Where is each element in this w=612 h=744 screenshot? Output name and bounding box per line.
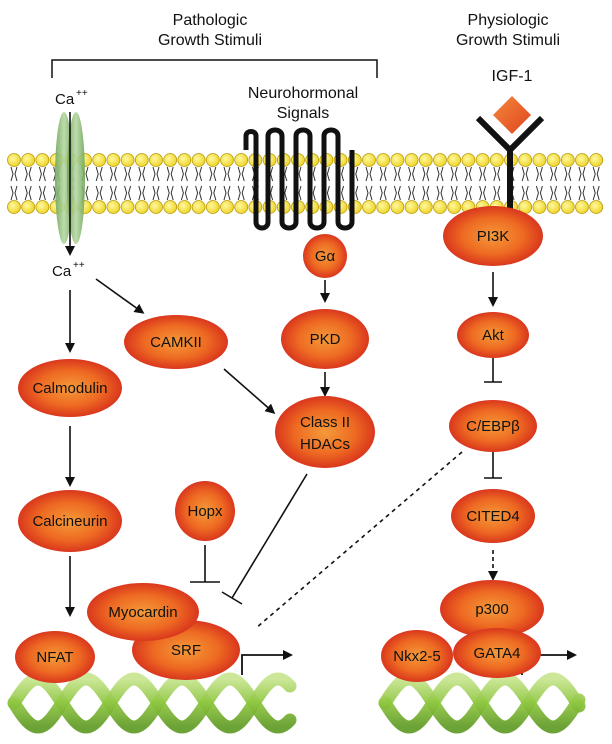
svg-text:Nkx2-5: Nkx2-5 bbox=[393, 648, 441, 665]
transcription-arrow-left bbox=[241, 650, 293, 675]
dna-helix-left bbox=[7, 672, 297, 734]
pathologic-label-line1: Pathologic bbox=[173, 12, 248, 29]
svg-text:Hopx: Hopx bbox=[187, 503, 223, 520]
calcium-channel bbox=[55, 112, 85, 244]
svg-text:Calcineurin: Calcineurin bbox=[32, 513, 107, 530]
arrow-ca-to-camkii bbox=[95, 278, 145, 314]
calcium-cytosol-label: Ca ++ bbox=[52, 260, 85, 280]
svg-text:CAMKII: CAMKII bbox=[150, 334, 202, 351]
node-camkii: CAMKII bbox=[124, 315, 228, 369]
svg-text:Akt: Akt bbox=[482, 327, 505, 344]
igf1-label: IGF-1 bbox=[492, 68, 533, 85]
svg-text:C/EBPβ: C/EBPβ bbox=[466, 418, 520, 435]
arrow-camkii-to-hdacs bbox=[223, 368, 276, 414]
node-pi3k: PI3K bbox=[443, 206, 543, 266]
inhibit-hdacs bbox=[221, 473, 308, 605]
svg-text:HDACs: HDACs bbox=[300, 436, 350, 453]
neurohormonal-label-line1: Neurohormonal bbox=[248, 85, 358, 102]
activation-arrows bbox=[65, 272, 498, 617]
node-pkd: PKD bbox=[281, 309, 369, 369]
neurohormonal-label-line2: Signals bbox=[277, 105, 329, 122]
node-gata4: GATA4 bbox=[453, 628, 541, 678]
svg-text:p300: p300 bbox=[475, 601, 508, 618]
svg-text:Ca: Ca bbox=[55, 91, 75, 108]
dna-helix-right bbox=[378, 672, 586, 734]
svg-text:PI3K: PI3K bbox=[477, 228, 510, 245]
svg-text:++: ++ bbox=[76, 88, 88, 99]
node-akt: Akt bbox=[457, 312, 529, 358]
node-calmodulin: Calmodulin bbox=[18, 359, 122, 417]
node-nkx25: Nkx2-5 bbox=[381, 630, 453, 682]
svg-text:Myocardin: Myocardin bbox=[108, 604, 177, 621]
node-p300: p300 bbox=[440, 580, 544, 638]
inhibit-akt-cebpb bbox=[484, 358, 502, 383]
calcium-top-label: Ca ++ bbox=[55, 88, 88, 108]
node-hopx: Hopx bbox=[175, 481, 235, 541]
physiologic-label-line1: Physiologic bbox=[468, 12, 549, 29]
gpcr-receptor bbox=[243, 127, 355, 231]
inhibition-lines bbox=[190, 358, 502, 629]
cell-membrane bbox=[7, 153, 604, 214]
inhibit-hopx bbox=[190, 545, 220, 583]
svg-text:Calmodulin: Calmodulin bbox=[32, 380, 107, 397]
svg-text:PKD: PKD bbox=[310, 331, 341, 348]
dashed-cebpb-line bbox=[255, 451, 463, 629]
node-galpha: Gα bbox=[303, 234, 347, 278]
node-class2-hdacs: Class II HDACs bbox=[275, 396, 375, 468]
physiologic-label-line2: Growth Stimuli bbox=[456, 32, 560, 49]
svg-text:CITED4: CITED4 bbox=[466, 508, 519, 525]
pathologic-bracket bbox=[51, 59, 378, 78]
svg-text:Class II: Class II bbox=[300, 414, 350, 431]
inhibit-cebpb-cited4 bbox=[484, 452, 502, 479]
node-myocardin: Myocardin bbox=[87, 583, 199, 641]
node-calcineurin: Calcineurin bbox=[18, 490, 122, 552]
svg-text:++: ++ bbox=[73, 260, 85, 271]
node-cited4: CITED4 bbox=[451, 489, 535, 543]
svg-text:GATA4: GATA4 bbox=[474, 645, 521, 662]
svg-text:NFAT: NFAT bbox=[36, 649, 73, 666]
svg-text:Gα: Gα bbox=[315, 248, 336, 265]
node-cebpb: C/EBPβ bbox=[449, 400, 537, 452]
igf1-ligand-diamond bbox=[493, 96, 531, 134]
svg-text:SRF: SRF bbox=[171, 642, 201, 659]
pathologic-label-line2: Growth Stimuli bbox=[158, 32, 262, 49]
svg-text:Ca: Ca bbox=[52, 263, 72, 280]
node-nfat: NFAT bbox=[15, 631, 95, 683]
